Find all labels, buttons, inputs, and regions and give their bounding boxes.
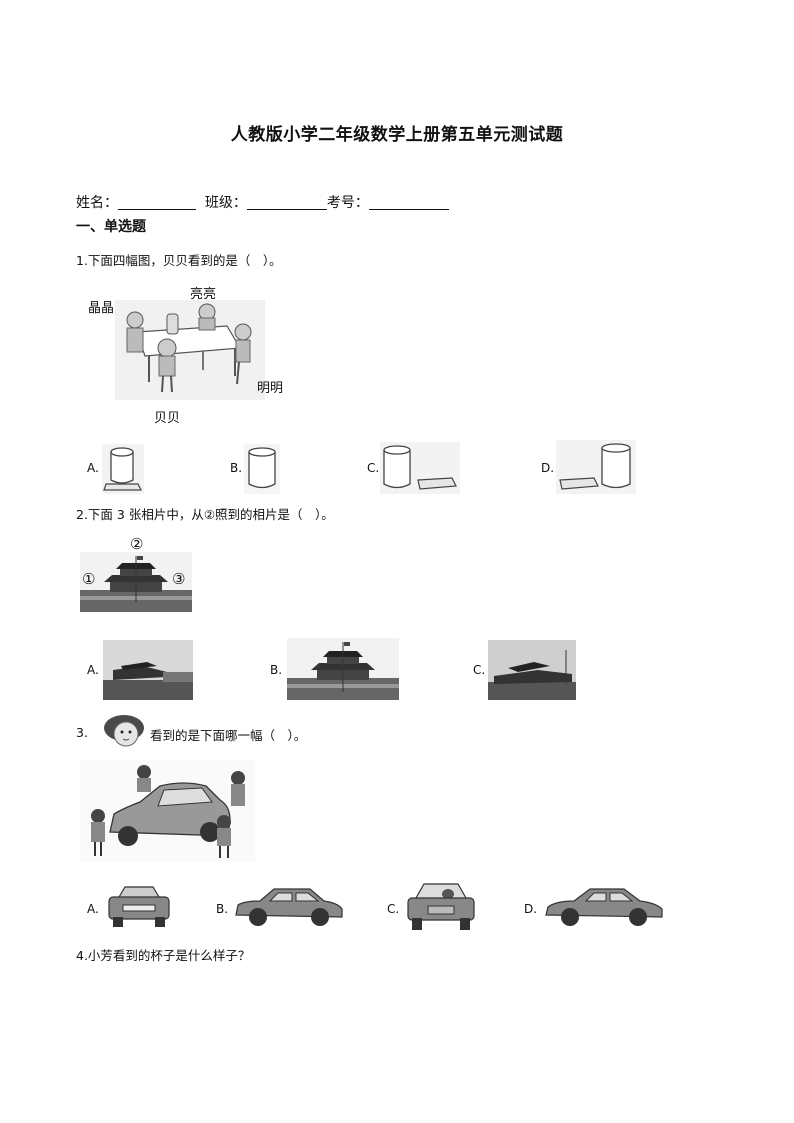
exam-no-label: 考号： <box>326 195 369 211</box>
q3-option-a-label[interactable]: A. <box>87 902 99 916</box>
mark-position-1: ① <box>82 570 96 588</box>
name-blank <box>118 195 196 210</box>
children-car-illustration <box>80 760 255 862</box>
mark-position-3: ③ <box>172 570 186 588</box>
q2-option-b-label[interactable]: B. <box>270 663 283 677</box>
class-label: 班级： <box>204 195 247 211</box>
label-beibei: 贝贝 <box>154 411 181 426</box>
car-icon <box>545 888 663 926</box>
question-1-text: 1.下面四幅图，贝贝看到的是（ ）。 <box>76 253 282 268</box>
building-photo <box>287 638 399 700</box>
q1-option-b-label[interactable]: B. <box>230 461 243 475</box>
question-3-number: 3. <box>76 725 88 740</box>
cup-icon <box>102 444 144 494</box>
page-title: 人教版小学二年级数学上册第五单元测试题 <box>230 125 564 145</box>
class-blank <box>246 195 327 210</box>
label-mingming: 明明 <box>257 381 284 396</box>
q2-option-a-label[interactable]: A. <box>87 663 99 677</box>
label-jingjing: 晶晶 <box>88 301 115 316</box>
building-photo <box>103 640 193 700</box>
girl-face-icon <box>104 715 144 747</box>
q3-option-c-label[interactable]: C. <box>387 902 400 916</box>
label-liangliang: 亮亮 <box>190 287 217 302</box>
car-icon <box>407 883 475 930</box>
mark-position-2: ② <box>130 535 144 553</box>
student-info-line: 姓名： 班级： 考号： <box>76 192 449 212</box>
cup-icon <box>244 444 280 494</box>
question-4-text: 4.小芳看到的杯子是什么样子？ <box>76 948 251 963</box>
exam-no-blank <box>368 195 449 210</box>
question-2-text: 2.下面 3 张相片中，从②照到的相片是（ ）。 <box>76 507 334 522</box>
car-icon <box>235 888 343 926</box>
car-icon <box>108 886 170 927</box>
q2-option-c-label[interactable]: C. <box>473 663 486 677</box>
q3-option-d-label[interactable]: D. <box>524 902 538 916</box>
name-label: 姓名： <box>76 195 118 211</box>
building-photo <box>80 552 192 612</box>
q1-option-a-label[interactable]: A. <box>87 461 99 475</box>
q3-option-b-label[interactable]: B. <box>216 902 229 916</box>
building-photo <box>488 640 576 700</box>
cup-icon <box>556 440 636 494</box>
question-3-text: 看到的是下面哪一幅（ ）。 <box>150 728 307 743</box>
section-heading: 一、单选题 <box>76 219 146 235</box>
table-scene-illustration <box>115 300 265 400</box>
q1-option-c-label[interactable]: C. <box>367 461 380 475</box>
cup-icon <box>380 442 460 494</box>
q1-option-d-label[interactable]: D. <box>541 461 555 475</box>
